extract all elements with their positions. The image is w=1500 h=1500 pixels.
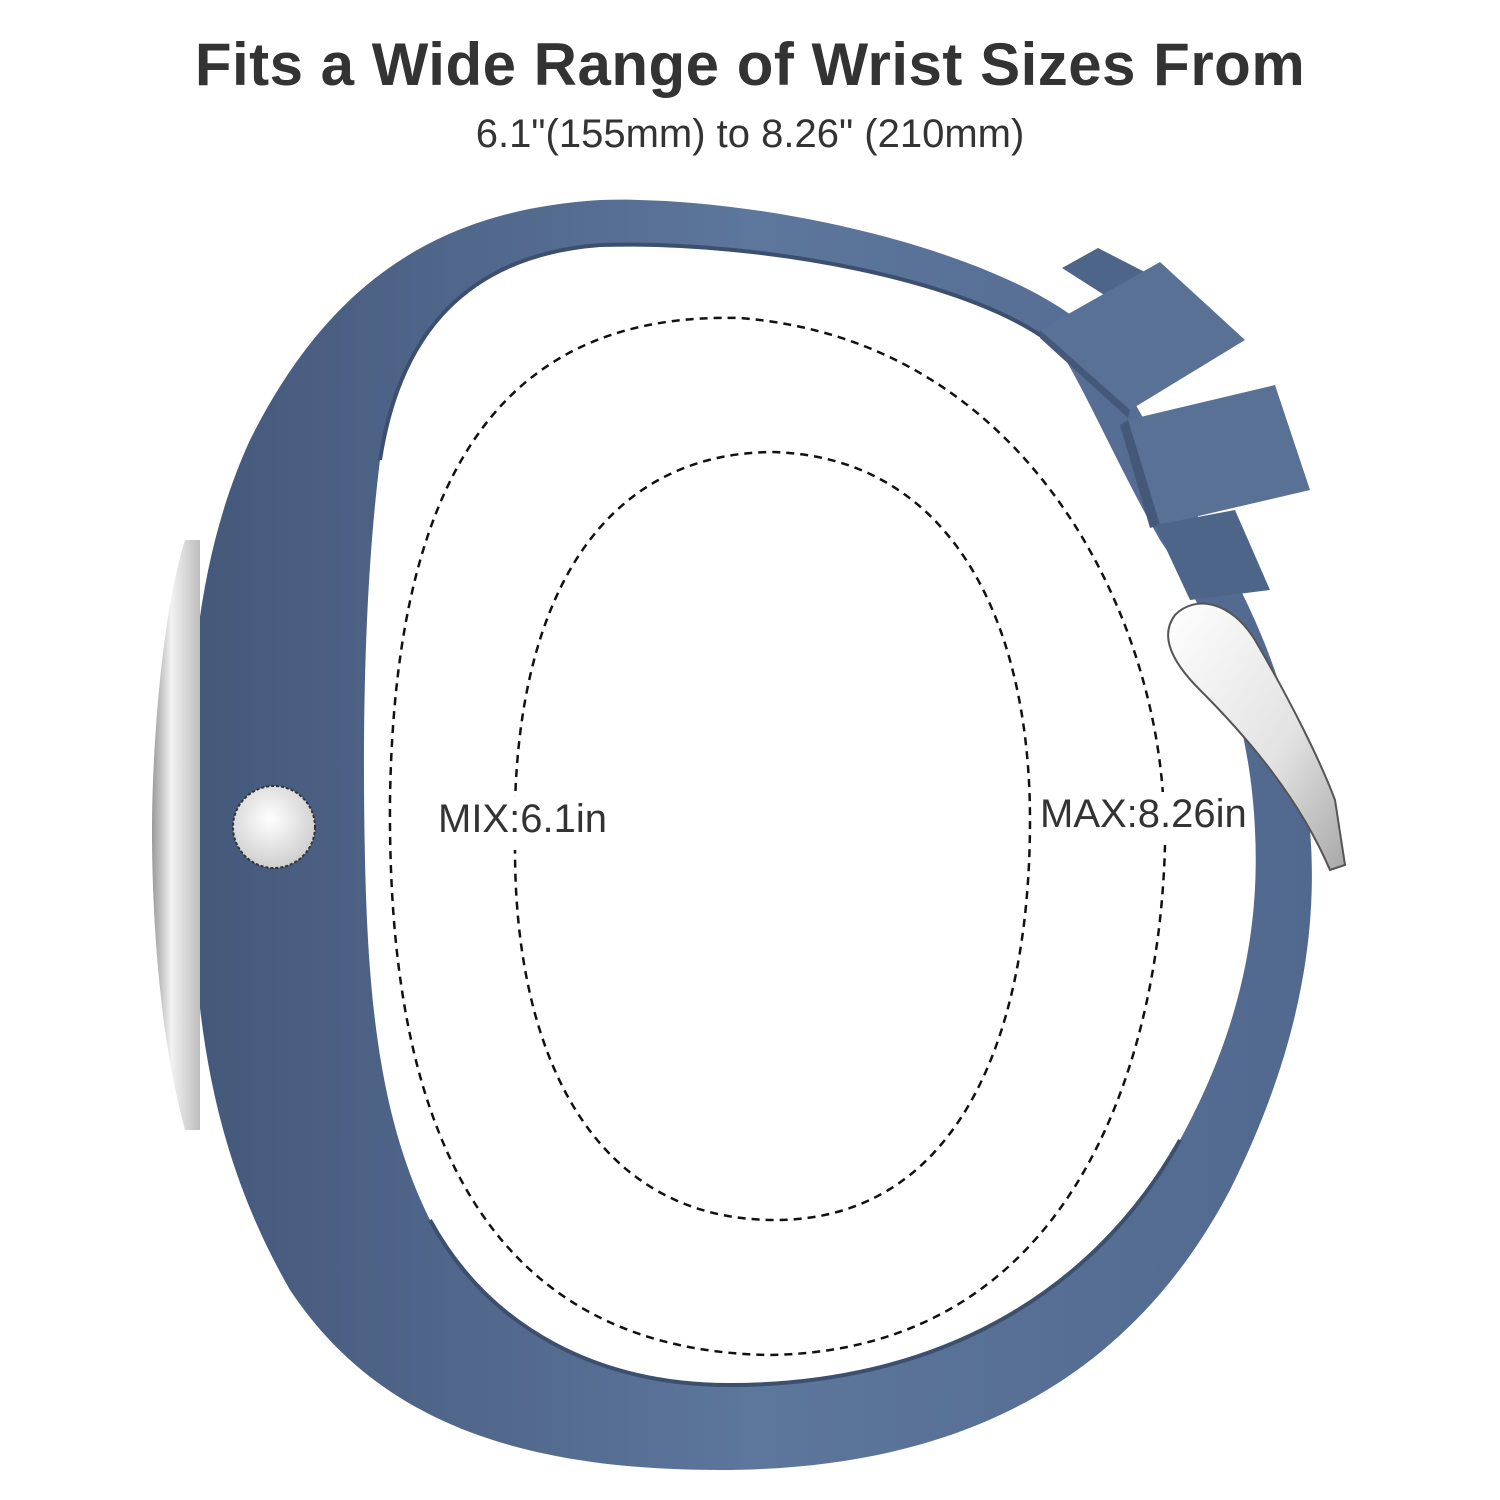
- size-range-subtitle: 6.1"(155mm) to 8.26" (210mm): [475, 112, 1025, 156]
- buckle-icon: [1167, 602, 1347, 872]
- max-size-label: MAX:8.26in: [1040, 792, 1247, 836]
- crown-button: [232, 785, 316, 869]
- watch-case: [152, 540, 200, 1130]
- band-keeper-lower: [1120, 385, 1310, 600]
- min-size-label: MIX:6.1in: [438, 797, 607, 841]
- band-strap: [188, 199, 1312, 1470]
- max-size-path: [388, 316, 1167, 1357]
- band-keeper-upper: [1040, 248, 1245, 418]
- page-title: Fits a Wide Range of Wrist Sizes From: [194, 31, 1306, 98]
